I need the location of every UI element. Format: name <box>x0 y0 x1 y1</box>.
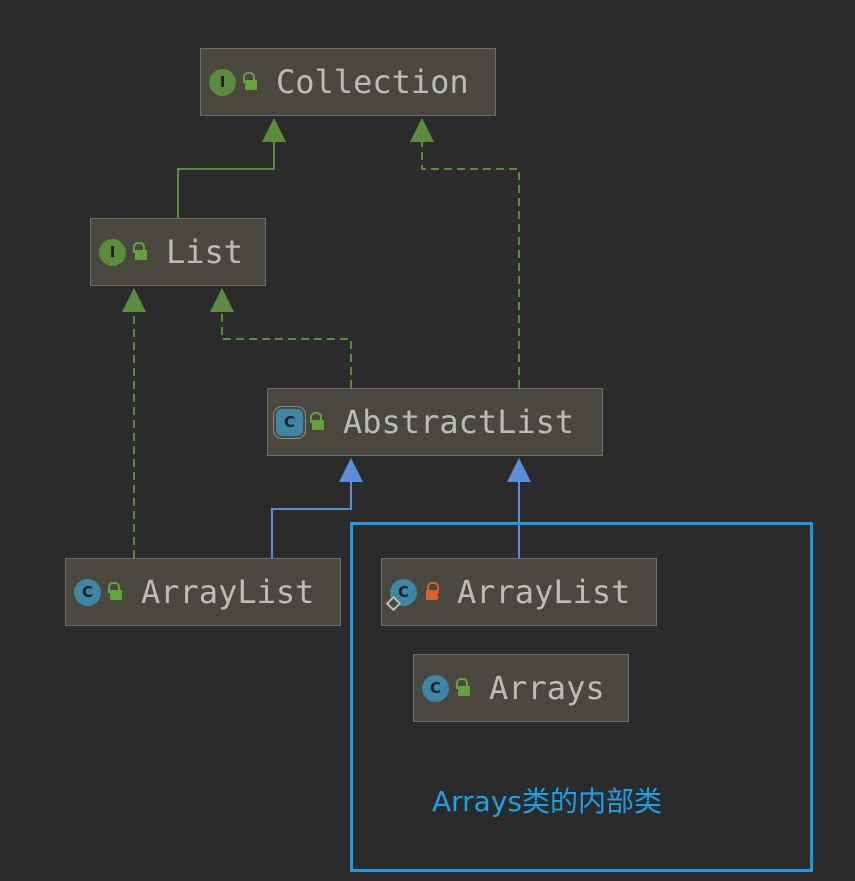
node-abstractlist[interactable]: C AbstractList <box>267 388 603 456</box>
public-lock-icon <box>105 580 129 604</box>
arrowhead-icon <box>210 288 234 312</box>
public-lock-icon <box>240 70 264 94</box>
abstract-class-icon: C <box>276 408 303 436</box>
static-class-icon: C <box>385 578 417 611</box>
node-inner-arraylist[interactable]: C ArrayList <box>381 558 657 626</box>
edge-abstractlist-to-list <box>221 310 352 388</box>
inner-class-group <box>350 522 813 872</box>
badge-letter: C <box>397 583 409 601</box>
node-list[interactable]: I List <box>90 218 266 286</box>
arrowhead-icon <box>122 288 146 312</box>
public-lock-icon <box>130 240 154 264</box>
class-icon: C <box>74 578 101 606</box>
public-lock-icon <box>307 410 331 434</box>
arrowhead-icon <box>339 458 363 482</box>
node-label: List <box>166 233 244 271</box>
node-label: ArrayList <box>141 573 315 611</box>
edge-list-to-collection <box>177 140 275 218</box>
edge-abstractlist-to-collection <box>421 140 520 388</box>
interface-icon: I <box>99 238 126 266</box>
private-lock-icon <box>421 580 445 604</box>
node-label: Arrays <box>489 669 605 707</box>
node-collection[interactable]: I Collection <box>200 48 496 116</box>
class-icon: C <box>422 674 449 702</box>
node-label: Collection <box>276 63 469 101</box>
edge-arraylist-to-abstractlist <box>271 480 352 558</box>
node-arraylist[interactable]: C ArrayList <box>65 558 341 626</box>
arrowhead-icon <box>262 118 286 142</box>
public-lock-icon <box>453 676 477 700</box>
node-label: AbstractList <box>343 403 575 441</box>
group-annotation: Arrays类的内部类 <box>432 785 663 818</box>
node-label: ArrayList <box>457 573 631 611</box>
arrowhead-icon <box>410 118 434 142</box>
interface-icon: I <box>209 68 236 96</box>
arrowhead-icon <box>507 458 531 482</box>
node-arrays[interactable]: C Arrays <box>413 654 629 722</box>
